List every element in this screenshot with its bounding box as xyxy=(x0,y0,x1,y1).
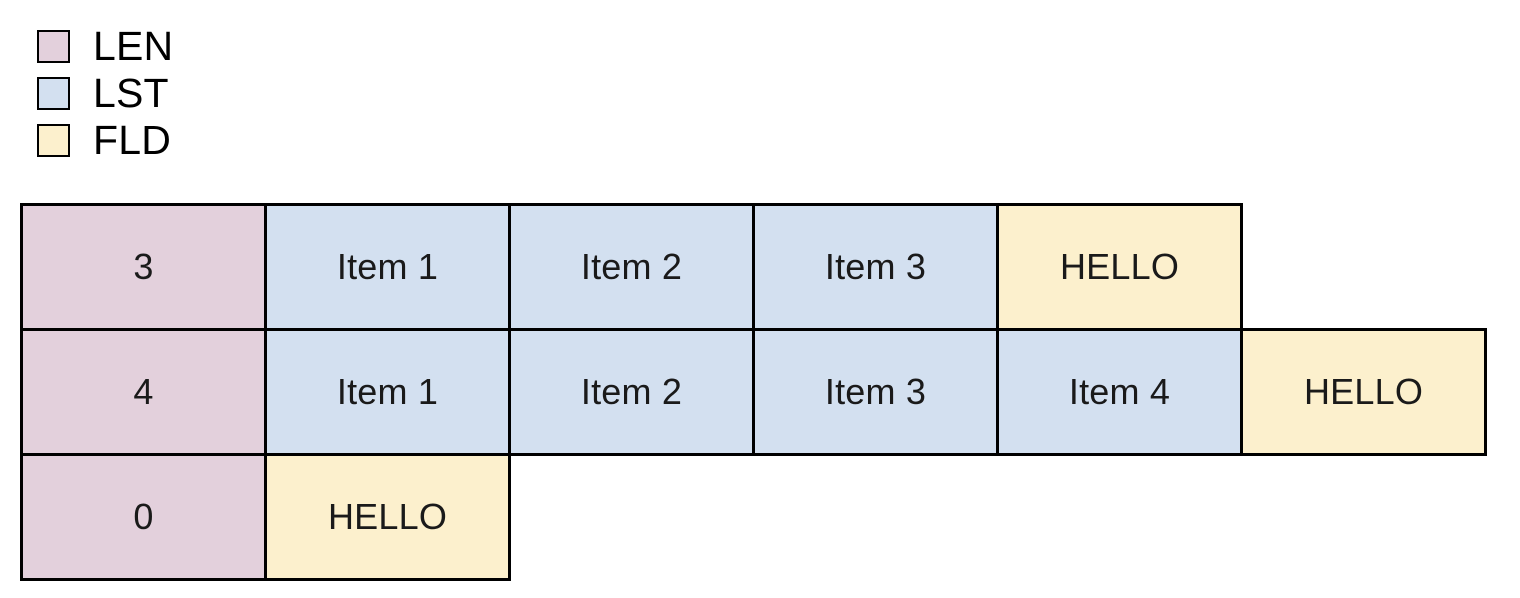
legend-item-label: LST xyxy=(93,70,169,116)
legend-item-label: LEN xyxy=(93,23,174,69)
table-cell-len: 4 xyxy=(20,328,267,456)
table-cell-fld: HELLO xyxy=(1240,328,1487,456)
table-cell-lst: Item 4 xyxy=(996,328,1243,456)
legend-item-lst: LST xyxy=(37,70,437,117)
table-cell-fld: HELLO xyxy=(996,203,1243,331)
table-cell-lst: Item 3 xyxy=(752,203,999,331)
table-cell-len: 0 xyxy=(20,453,267,581)
square-swatch-icon xyxy=(37,124,70,157)
table-cell-lst: Item 2 xyxy=(508,328,755,456)
square-swatch-icon xyxy=(37,77,70,110)
legend-item-label: FLD xyxy=(93,117,172,163)
table-cell-lst: Item 1 xyxy=(264,328,511,456)
legend-item-fld: FLD xyxy=(37,117,437,164)
table-cell-lst: Item 1 xyxy=(264,203,511,331)
square-swatch-icon xyxy=(37,30,70,63)
table-cell-len: 3 xyxy=(20,203,267,331)
table-cell-lst: Item 2 xyxy=(508,203,755,331)
legend-item-len: LEN xyxy=(37,23,437,70)
table-cell-fld: HELLO xyxy=(264,453,511,581)
table-cell-lst: Item 3 xyxy=(752,328,999,456)
